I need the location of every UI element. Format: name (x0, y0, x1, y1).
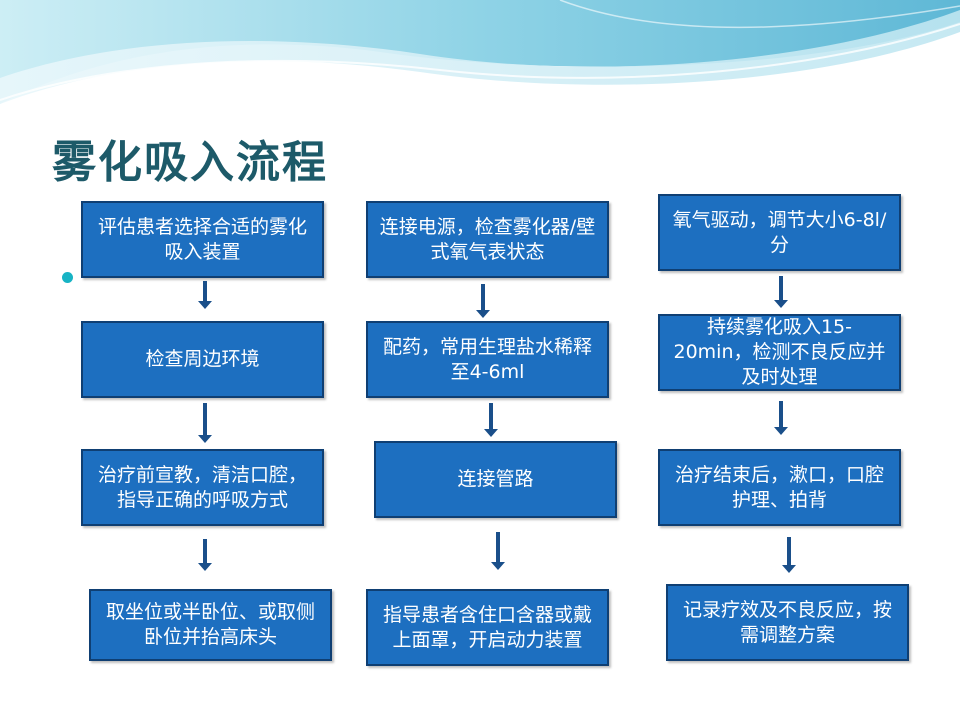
step-1-1: 评估患者选择合适的雾化吸入装置 (81, 201, 324, 278)
arrow-2-2 (484, 403, 498, 437)
step-2-2: 配药，常用生理盐水稀释至4-6ml (366, 321, 609, 398)
arrow-1-3 (198, 539, 212, 571)
arrow-2-1 (476, 284, 490, 318)
arrow-1-2 (198, 403, 212, 443)
arrow-3-3 (782, 537, 796, 573)
step-1-2: 检查周边环境 (81, 321, 324, 398)
bullet-dot (62, 272, 73, 283)
step-1-3: 治疗前宣教，清洁口腔，指导正确的呼吸方式 (81, 449, 324, 526)
step-3-2: 持续雾化吸入15-20min，检测不良反应并及时处理 (658, 314, 901, 391)
arrow-2-3 (491, 532, 505, 570)
header-wave-decoration (0, 0, 960, 104)
page-title: 雾化吸入流程 (52, 137, 328, 188)
step-2-3: 连接管路 (374, 441, 617, 518)
step-1-4: 取坐位或半卧位、或取侧卧位并抬高床头 (89, 589, 332, 661)
arrow-3-1 (774, 276, 788, 308)
arrow-3-2 (774, 401, 788, 435)
step-2-4: 指导患者含住口含器或戴上面罩，开启动力装置 (366, 589, 609, 666)
step-3-3: 治疗结束后，漱口，口腔护理、拍背 (658, 449, 901, 526)
step-2-1: 连接电源，检查雾化器/壁式氧气表状态 (366, 201, 609, 278)
arrow-1-1 (198, 281, 212, 309)
step-3-4: 记录疗效及不良反应，按需调整方案 (666, 584, 909, 661)
step-3-1: 氧气驱动，调节大小6-8l/分 (658, 194, 901, 271)
